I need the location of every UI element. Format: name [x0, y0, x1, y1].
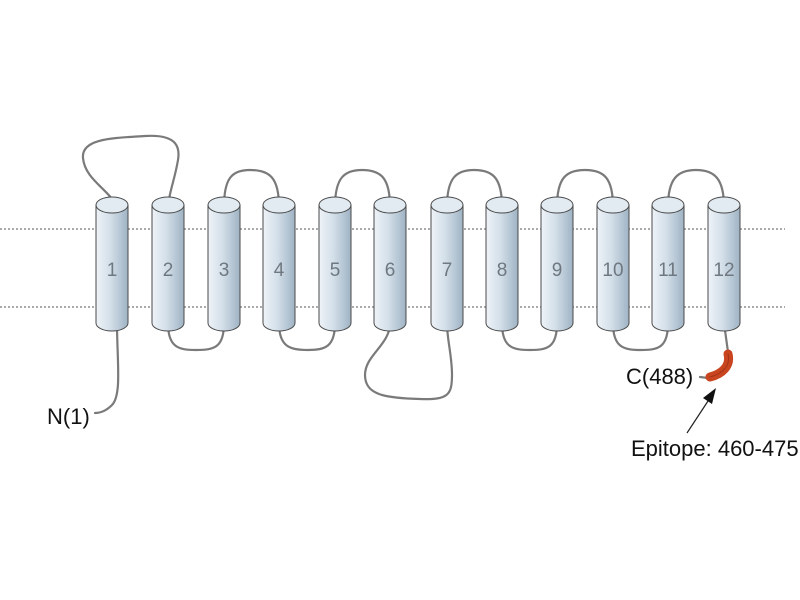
- helix-top-cap: [651, 196, 685, 214]
- loop-1-2: [81, 134, 180, 207]
- loop-10-11: [611, 321, 670, 352]
- helix-7: 7: [430, 196, 464, 332]
- loop-9-10: [555, 168, 615, 209]
- helix-top-cap: [540, 196, 574, 214]
- helix-10: 10: [596, 196, 630, 332]
- helix-top-cap: [262, 196, 296, 214]
- helix-number: 11: [658, 260, 678, 281]
- loop-4-5: [277, 321, 337, 352]
- loop-7-8: [445, 168, 504, 209]
- helix-body: [485, 204, 519, 332]
- helix-top-cap: [95, 196, 129, 214]
- helix-top-cap: [596, 196, 630, 214]
- helix-body: [540, 204, 574, 332]
- n-terminal-tail: [93, 321, 120, 415]
- epitope-segment-outline: [709, 353, 730, 378]
- epitope-label: Epitope: 460-475: [631, 436, 799, 461]
- helix-4: 4: [262, 196, 296, 332]
- helix-top-cap: [485, 196, 519, 214]
- helix-number: 5: [330, 260, 341, 281]
- helix-5: 5: [318, 196, 352, 332]
- helix-12: 12: [707, 196, 741, 332]
- loop-3-4: [222, 168, 281, 209]
- loop-5-6: [333, 168, 392, 209]
- helix-number: 9: [552, 260, 563, 281]
- helix-body: [262, 204, 296, 332]
- helix-top-cap: [318, 196, 352, 214]
- helix-8: 8: [485, 196, 519, 332]
- helix-body: [707, 204, 741, 332]
- helix-body: [151, 204, 185, 332]
- c-terminus-label: C(488): [626, 364, 693, 389]
- loop-11-12: [666, 168, 726, 209]
- helix-3: 3: [207, 196, 241, 332]
- helix-body: [95, 204, 129, 332]
- helix-number: 7: [442, 260, 453, 281]
- n-terminus-label: N(1): [47, 404, 90, 429]
- helix-number: 10: [602, 260, 623, 281]
- helix-body: [207, 204, 241, 332]
- helix-number: 12: [713, 260, 734, 281]
- helix-number: 3: [219, 260, 230, 281]
- helix-top-cap: [151, 196, 185, 214]
- helix-body: [651, 204, 685, 332]
- helix-number: 4: [274, 260, 285, 281]
- helix-body: [430, 204, 464, 332]
- helix-body: [373, 204, 407, 332]
- helix-number: 6: [385, 260, 396, 281]
- helix-body: [318, 204, 352, 332]
- helix-number: 2: [163, 260, 174, 281]
- helix-6: 6: [373, 196, 407, 332]
- helix-number: 8: [497, 260, 508, 281]
- helix-body: [596, 204, 630, 332]
- helix-2: 2: [151, 196, 185, 332]
- helix-1: 1: [95, 196, 129, 332]
- helix-11: 11: [651, 196, 685, 332]
- loop-2-3: [166, 321, 226, 352]
- helix-number: 1: [107, 260, 118, 281]
- helix-top-cap: [207, 196, 241, 214]
- helix-top-cap: [430, 196, 464, 214]
- helix-top-cap: [707, 196, 741, 214]
- loop-6-7: [363, 321, 454, 401]
- helix-top-cap: [373, 196, 407, 214]
- epitope-arrow: [686, 388, 716, 434]
- loop-8-9: [500, 321, 559, 352]
- helix-9: 9: [540, 196, 574, 332]
